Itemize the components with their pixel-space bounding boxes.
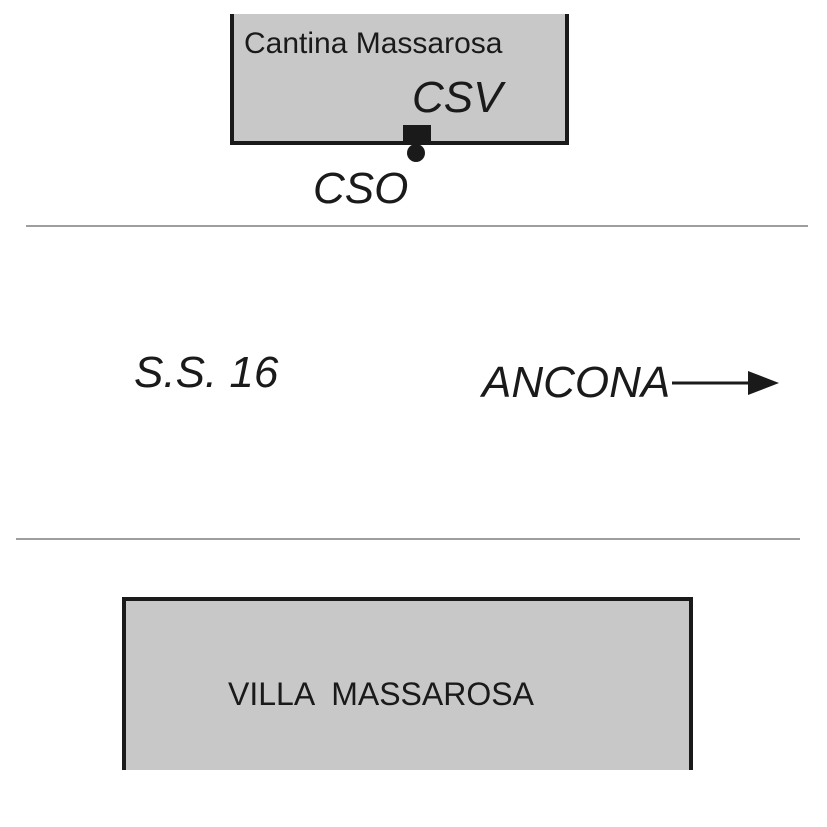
cso-marker-icon	[407, 144, 425, 162]
villa-building: VILLA MASSAROSA	[122, 597, 693, 770]
villa-building-label: VILLA MASSAROSA	[228, 676, 535, 712]
csv-label: CSV	[412, 73, 506, 122]
cantina-building-fill	[232, 14, 567, 143]
direction-label: ANCONA	[479, 358, 670, 407]
villa-building-outline	[122, 597, 693, 770]
road-ss16: S.S. 16 ANCONA	[16, 225, 808, 540]
cso-label: CSO	[313, 164, 408, 213]
villa-building-fill	[124, 599, 691, 770]
csv-marker-icon	[403, 125, 431, 144]
arrow-right-icon	[672, 371, 779, 395]
cantina-building: Cantina Massarosa CSV	[230, 14, 569, 162]
road-name-label: S.S. 16	[134, 348, 279, 397]
cantina-building-outline	[230, 14, 569, 145]
cantina-building-label: Cantina Massarosa	[244, 27, 503, 60]
